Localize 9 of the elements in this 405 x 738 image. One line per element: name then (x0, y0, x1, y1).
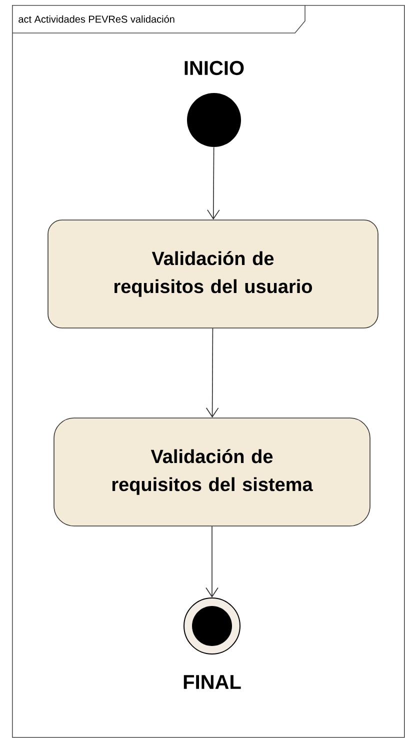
action-box: Validación de requisitos del sistema (54, 418, 370, 526)
start-circle (187, 93, 241, 147)
arrow (206, 526, 218, 598)
arrow (206, 328, 219, 418)
end-label: FINAL (184, 675, 241, 689)
end-circle (184, 598, 240, 654)
start-label: INICIO (184, 60, 244, 76)
arrow (207, 146, 220, 220)
action-box: Validación de requisitos del usuario (48, 220, 378, 328)
